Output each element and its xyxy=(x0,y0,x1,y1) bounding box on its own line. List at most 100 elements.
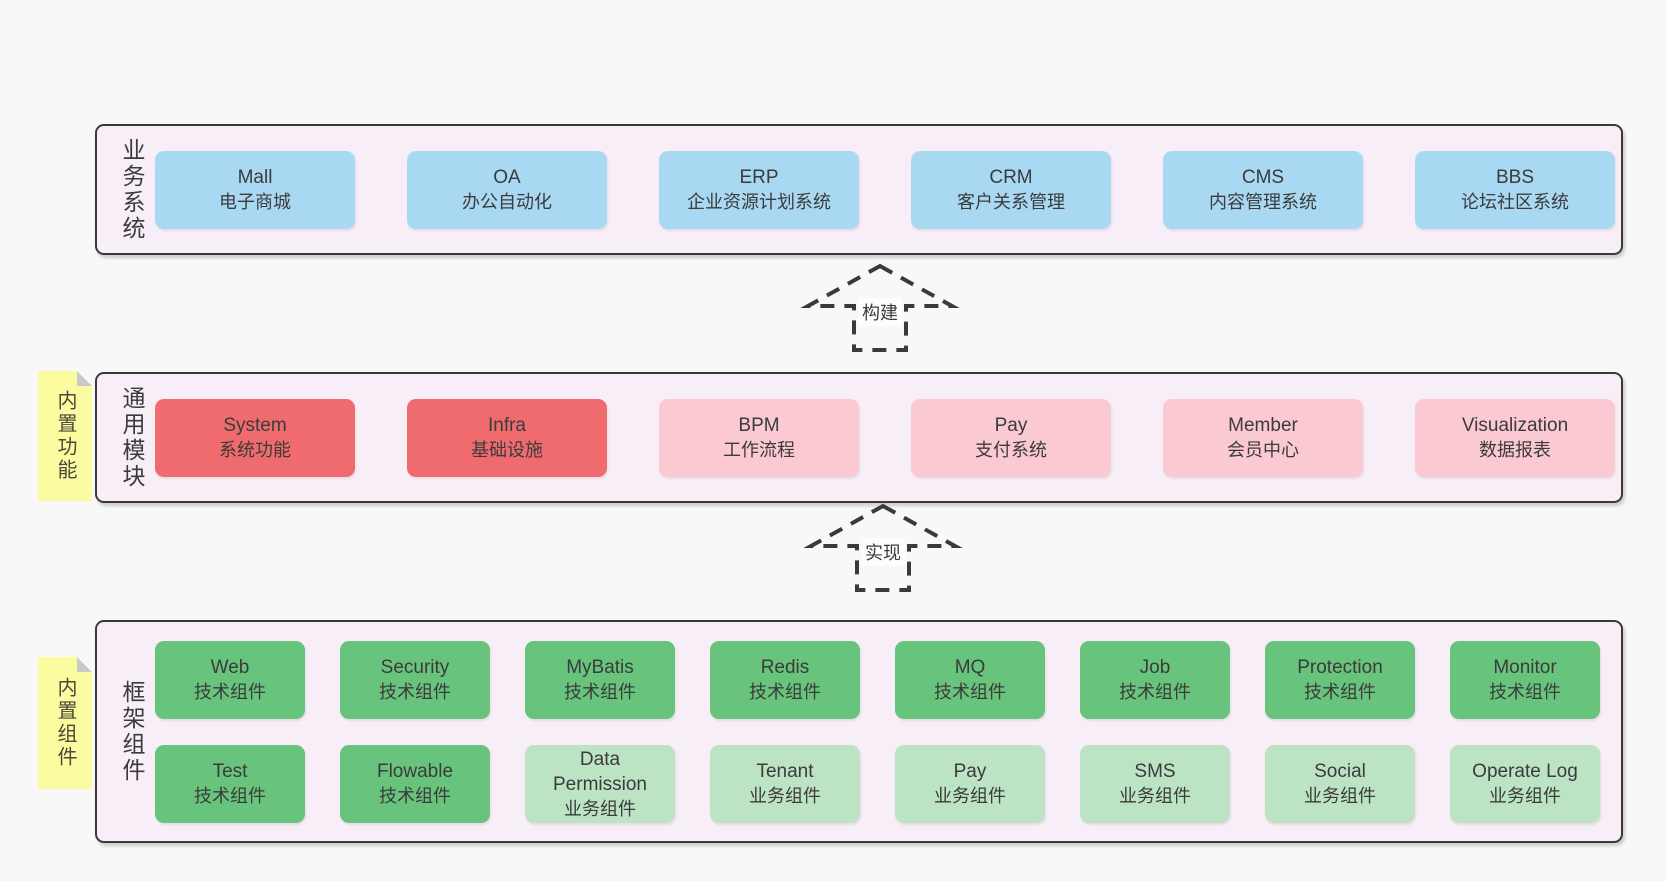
implement-arrow: 实现 xyxy=(803,501,963,595)
sticky-note-built-in-features: 内置功能 xyxy=(38,371,92,501)
box-subtitle: 技术组件 xyxy=(1119,682,1191,702)
box-subtitle: 技术组件 xyxy=(934,682,1006,702)
box-title: Mall xyxy=(237,167,273,188)
box-title: MyBatis xyxy=(566,657,634,678)
box-title: Infra xyxy=(487,415,527,436)
layer-label-business: 业务系统 xyxy=(119,137,145,242)
box-subtitle: 业务组件 xyxy=(1119,786,1191,806)
box-subtitle: 办公自动化 xyxy=(462,192,552,212)
box-title: Web xyxy=(210,657,250,678)
box-subtitle: 业务组件 xyxy=(564,798,636,819)
module-box-web: Web 技术组件 xyxy=(155,640,305,719)
module-box-pay: Pay 支付系统 xyxy=(911,398,1111,477)
box-title: Operate Log xyxy=(1472,761,1578,782)
box-subtitle: 基础设施 xyxy=(471,440,543,460)
box-subtitle: 业务组件 xyxy=(749,786,821,806)
box-title: CRM xyxy=(989,167,1033,188)
module-box-data-permission: Data Permission 业务组件 xyxy=(525,744,675,823)
sticky-note-built-in-components: 内置组件 xyxy=(38,657,92,789)
implement-arrow-label: 实现 xyxy=(861,537,905,566)
business-box-row: Mall 电子商城 OA 办公自动化 ERP 企业资源计划系统 CRM 客户关系管理 CMS 内容… xyxy=(155,150,1666,229)
box-title: Social xyxy=(1314,761,1366,782)
box-subtitle: 会员中心 xyxy=(1227,440,1299,460)
box-title: ERP xyxy=(739,167,779,188)
box-title: BBS xyxy=(1495,167,1535,188)
dashed-up-arrow-icon xyxy=(803,503,963,592)
box-subtitle: 工作流程 xyxy=(723,440,795,460)
box-title: OA xyxy=(493,167,521,188)
business-boxes-area: Mall 电子商城 OA 办公自动化 ERP 企业资源计划系统 CRM 客户关系管理 CMS 内容… xyxy=(149,150,1666,229)
box-subtitle: 论坛社区系统 xyxy=(1461,192,1569,212)
box-title: Protection xyxy=(1297,657,1383,678)
module-box-tenant: Tenant 业务组件 xyxy=(710,744,860,823)
box-title: CMS xyxy=(1241,167,1285,188)
box-title: Data Permission xyxy=(553,748,647,795)
module-box-protection: Protection 技术组件 xyxy=(1265,640,1415,719)
module-box-security: Security 技术组件 xyxy=(340,640,490,719)
box-subtitle: 业务组件 xyxy=(1304,786,1376,806)
box-title: Tenant xyxy=(756,761,814,782)
box-title: Monitor xyxy=(1493,657,1557,678)
box-title: Test xyxy=(212,761,248,782)
folded-corner-icon xyxy=(77,657,92,672)
module-box-sms: SMS 业务组件 xyxy=(1080,744,1230,823)
module-box-visualization: Visualization 数据报表 xyxy=(1415,398,1615,477)
box-subtitle: 技术组件 xyxy=(379,786,451,806)
module-box-mall: Mall 电子商城 xyxy=(155,150,355,229)
box-title: BPM xyxy=(738,415,780,436)
box-title: Visualization xyxy=(1461,415,1569,436)
box-subtitle: 技术组件 xyxy=(194,682,266,702)
box-subtitle: 技术组件 xyxy=(749,682,821,702)
build-arrow-label: 构建 xyxy=(858,297,902,326)
box-subtitle: 业务组件 xyxy=(934,786,1006,806)
box-title: SMS xyxy=(1134,761,1176,782)
folded-corner-icon xyxy=(77,371,92,386)
box-subtitle: 数据报表 xyxy=(1479,440,1551,460)
box-title: Pay xyxy=(994,415,1028,436)
module-box-mybatis: MyBatis 技术组件 xyxy=(525,640,675,719)
module-box-erp: ERP 企业资源计划系统 xyxy=(659,150,859,229)
box-title: Job xyxy=(1139,657,1171,678)
module-box-bbs: BBS 论坛社区系统 xyxy=(1415,150,1615,229)
box-title: System xyxy=(223,415,287,436)
box-subtitle: 技术组件 xyxy=(564,682,636,702)
module-box-cms: CMS 内容管理系统 xyxy=(1163,150,1363,229)
layer-business-systems: 业务系统 Mall 电子商城 OA 办公自动化 ERP 企业资源计划系统 CRM 客户关系管理… xyxy=(95,124,1623,255)
build-arrow: 构建 xyxy=(800,261,960,355)
module-box-oa: OA 办公自动化 xyxy=(407,150,607,229)
sticky-components-text: 内置组件 xyxy=(54,677,76,769)
box-subtitle: 技术组件 xyxy=(1304,682,1376,702)
module-box-bpm: BPM 工作流程 xyxy=(659,398,859,477)
sticky-features-text: 内置功能 xyxy=(54,390,76,482)
module-box-job: Job 技术组件 xyxy=(1080,640,1230,719)
dashed-up-arrow-icon xyxy=(800,263,960,352)
module-box-crm: CRM 客户关系管理 xyxy=(911,150,1111,229)
layer-label-modules: 通用模块 xyxy=(119,385,145,490)
box-subtitle: 支付系统 xyxy=(975,440,1047,460)
module-box-social: Social 业务组件 xyxy=(1265,744,1415,823)
box-subtitle: 企业资源计划系统 xyxy=(687,192,831,212)
box-subtitle: 内容管理系统 xyxy=(1209,192,1317,212)
box-title: Security xyxy=(380,657,450,678)
layer-label-framework: 框架组件 xyxy=(119,679,145,784)
module-box-infra: Infra 基础设施 xyxy=(407,398,607,477)
box-subtitle: 客户关系管理 xyxy=(957,192,1065,212)
module-box-operate-log: Operate Log 业务组件 xyxy=(1450,744,1600,823)
box-title: MQ xyxy=(954,657,986,678)
box-subtitle: 业务组件 xyxy=(1489,786,1561,806)
box-subtitle: 技术组件 xyxy=(379,682,451,702)
box-subtitle: 技术组件 xyxy=(194,786,266,806)
box-subtitle: 电子商城 xyxy=(219,192,291,212)
